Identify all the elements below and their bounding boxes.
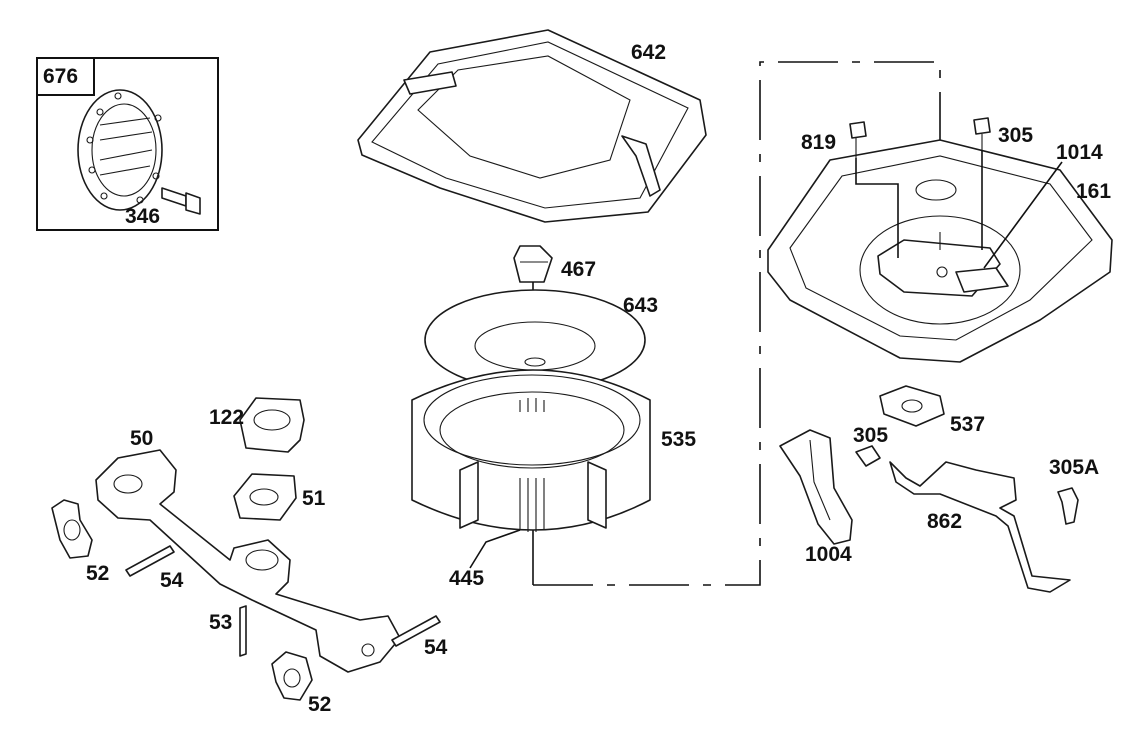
part-819-bolt <box>849 121 867 158</box>
part-643-plate <box>424 289 646 391</box>
callout-537: 537 <box>950 413 986 436</box>
callout-53: 53 <box>209 611 233 634</box>
inset-label-frame <box>36 57 95 96</box>
callout-161: 161 <box>1076 180 1112 203</box>
inset-label: 676 <box>43 65 79 88</box>
part-467-wingnut <box>513 245 553 283</box>
callout-862: 862 <box>927 510 963 533</box>
callout-52-left: 52 <box>86 562 110 585</box>
callout-1014: 1014 <box>1056 141 1103 164</box>
callout-54-left: 54 <box>160 569 184 592</box>
part-642-cover <box>357 29 707 223</box>
callout-305-top: 305 <box>998 124 1034 147</box>
part-base-tray <box>767 139 1113 363</box>
leader-819 <box>855 158 899 258</box>
callout-50: 50 <box>130 427 154 450</box>
leader-1014 <box>983 161 1063 269</box>
callout-122: 122 <box>209 406 245 429</box>
part-346-screw <box>161 187 201 215</box>
part-1004-bracket <box>779 429 853 545</box>
part-51-gasket <box>233 473 297 521</box>
part-305-screw-lower <box>855 445 881 467</box>
inset-frame <box>36 57 219 231</box>
callout-346: 346 <box>125 205 161 228</box>
assembly-connector-line <box>533 61 941 586</box>
leader-445 <box>469 529 521 569</box>
part-305A-screw <box>1057 487 1079 525</box>
callout-819: 819 <box>801 131 837 154</box>
part-535-filter <box>411 369 651 532</box>
part-50-manifold <box>95 449 401 673</box>
part-53-stud <box>239 605 247 657</box>
callout-51: 51 <box>302 487 326 510</box>
part-305-bolt-top <box>973 117 991 150</box>
part-52-gasket-left <box>51 499 93 559</box>
callout-467: 467 <box>561 258 597 281</box>
part-52-gasket-bottom <box>271 651 313 701</box>
callout-1004: 1004 <box>805 543 852 566</box>
part-862-link <box>889 461 1071 593</box>
part-54-stud-left <box>125 545 175 577</box>
part-537-gasket <box>879 385 945 427</box>
callout-643: 643 <box>623 294 659 317</box>
callout-305-lower: 305 <box>853 424 889 447</box>
part-676-flange <box>77 89 163 211</box>
callout-445: 445 <box>449 567 485 590</box>
callout-535: 535 <box>661 428 697 451</box>
callout-305A: 305A <box>1049 456 1100 479</box>
callout-54-right: 54 <box>424 636 448 659</box>
callout-52-bottom: 52 <box>308 693 332 716</box>
part-122-spacer <box>239 397 305 453</box>
callout-642: 642 <box>631 41 667 64</box>
part-54-stud-right <box>391 615 441 647</box>
